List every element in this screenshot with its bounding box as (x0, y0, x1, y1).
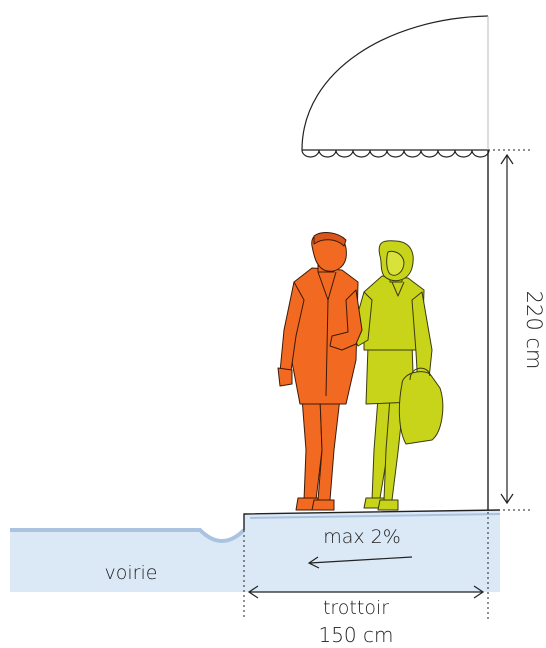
road-edge (10, 528, 246, 543)
ground (10, 509, 501, 592)
sidewalk-label: trottoir (323, 597, 389, 619)
man-walking-icon (277, 232, 363, 511)
road-label: voirie (105, 562, 158, 584)
sidewalk-top-highlight (249, 513, 501, 519)
awning-icon (301, 15, 490, 158)
road-surface (10, 530, 244, 592)
clearance-height-label: 220 cm (522, 291, 546, 370)
width-dimension (243, 512, 489, 620)
width-arrow-head-left (247, 585, 259, 599)
woman-walking-icon (351, 240, 444, 511)
width-arrow-head-right (473, 585, 485, 599)
height-arrow-head-bottom (500, 493, 514, 505)
slope-label: max 2% (323, 526, 401, 548)
slope-arrow (307, 556, 413, 569)
sidewalk-surface (244, 510, 500, 592)
height-dimension (488, 149, 530, 511)
sidewalk-width-label: 150 cm (318, 623, 393, 647)
curb-line (243, 509, 501, 530)
height-arrow-head-top (500, 153, 514, 165)
